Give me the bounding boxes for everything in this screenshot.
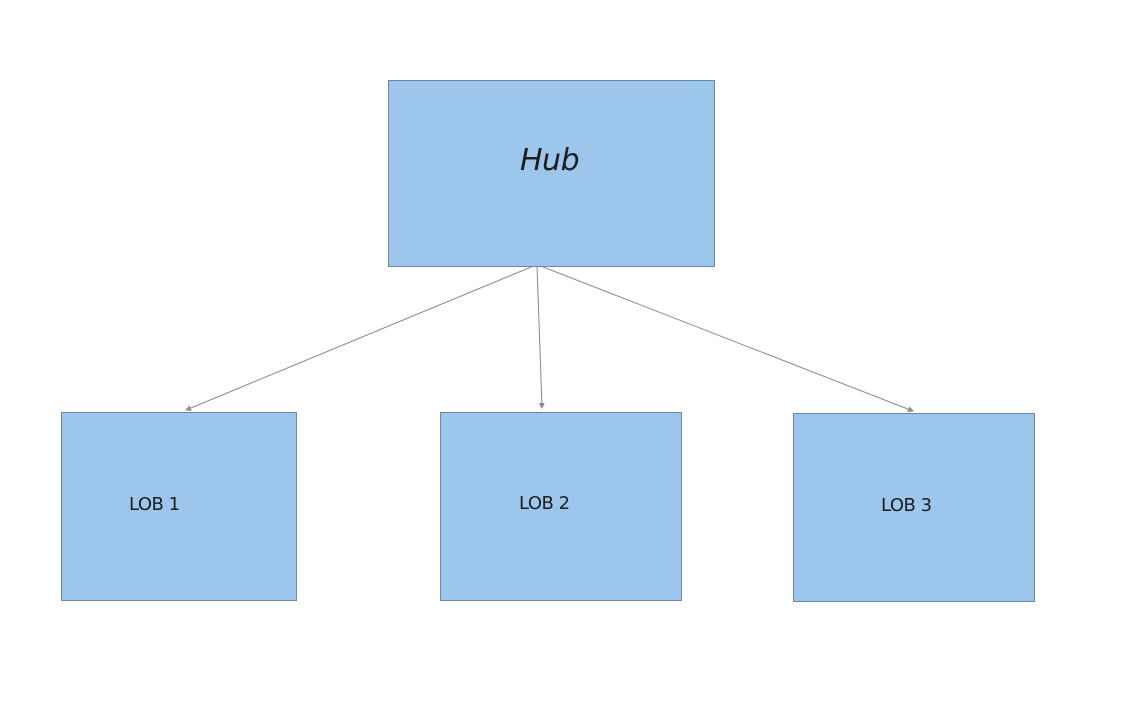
lob-3-node[interactable] [793, 413, 1035, 602]
hub-label: Hub [520, 143, 580, 178]
hub-node[interactable] [388, 80, 715, 267]
edge-hub-lob-2 [536, 264, 545, 409]
lob-2-node[interactable] [440, 412, 682, 601]
lob-2-label: LOB 2 [519, 493, 570, 514]
lob-1-label: LOB 1 [129, 494, 180, 515]
edge-hub-lob-1 [185, 264, 537, 411]
lob-3-label: LOB 3 [881, 495, 932, 516]
lob-1-node[interactable] [61, 412, 297, 601]
edge-hub-lob-3 [537, 264, 914, 412]
